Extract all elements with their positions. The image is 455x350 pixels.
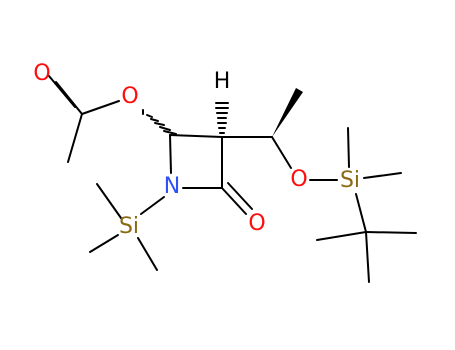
atom-si-o: Si: [340, 168, 360, 193]
bond-c4-c3: [169, 134, 223, 138]
atom-labels: O O N O H Si O Si: [33, 61, 360, 239]
bond-tbutyl-right: [365, 231, 417, 234]
bond-acetyl-ester-o: [81, 100, 120, 115]
hash-bond-c3-h: [215, 102, 229, 134]
bond-c2-o-2: [227, 182, 253, 210]
bond-methyl-acetyl: [67, 113, 83, 163]
atom-o-ester: O: [121, 84, 138, 109]
hash-bond-o-c4: [142, 109, 177, 135]
bond-si-methyl-c: [137, 237, 158, 271]
atom-n-ring: N: [164, 174, 180, 199]
bond-chiral-c-o: [271, 136, 292, 169]
bond-c2-o-1: [221, 187, 247, 215]
atom-o-lactam: O: [248, 211, 265, 236]
bond-si-methyl-right: [363, 172, 402, 179]
bond-tbutyl-down: [365, 231, 370, 283]
bonds: [48, 75, 417, 283]
bond-tbutyl-left: [316, 231, 367, 241]
atom-o-acetyl-carbonyl: O: [33, 61, 50, 86]
atom-h-c3: H: [214, 69, 231, 94]
atom-o-ether: O: [290, 167, 307, 192]
bond-si-methyl-a: [96, 183, 122, 219]
bond-si-methyl-b: [89, 234, 119, 253]
bond-si-methyl-top: [347, 127, 350, 168]
wedge-bond-methyl: [272, 88, 303, 137]
bond-si-tbutyl: [355, 193, 367, 233]
atom-si-n: Si: [119, 214, 139, 239]
bond-c4-n: [169, 134, 172, 174]
bond-n-si: [140, 196, 165, 215]
bond-acetyl-carbonyl-1: [55, 81, 83, 115]
bond-acetyl-carbonyl-2: [48, 75, 76, 108]
